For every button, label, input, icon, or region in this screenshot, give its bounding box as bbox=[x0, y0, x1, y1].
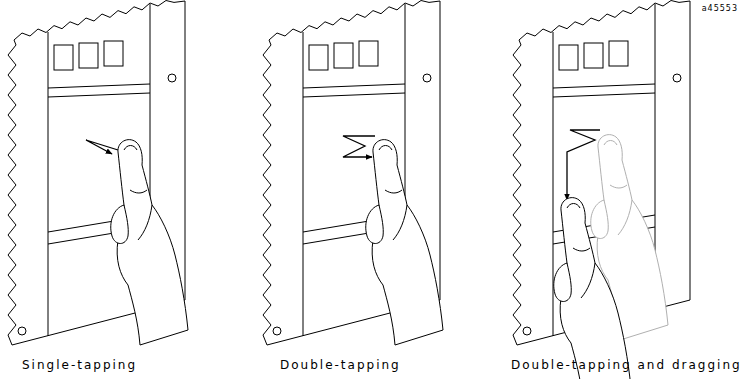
figure-id: a45553 bbox=[702, 4, 738, 13]
gesture-arrow bbox=[343, 136, 375, 157]
gesture-arrow bbox=[567, 130, 600, 200]
caption-label: Double-tapping and dragging bbox=[511, 358, 742, 372]
caption-label: Single-tapping bbox=[22, 358, 137, 372]
gesture-arrow bbox=[86, 140, 118, 154]
hand bbox=[111, 140, 188, 345]
caption-label: Double-tapping bbox=[280, 358, 401, 372]
hand bbox=[554, 198, 631, 379]
hand bbox=[366, 140, 443, 345]
